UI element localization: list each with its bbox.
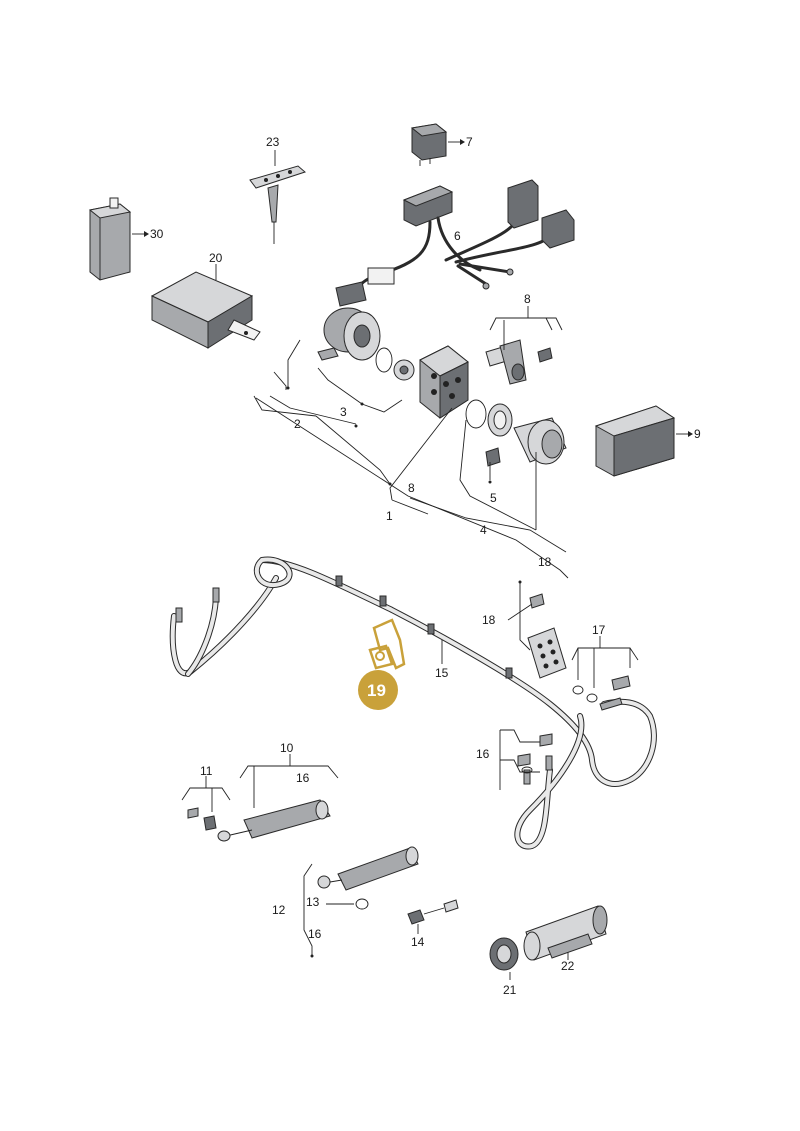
label-11: 11 xyxy=(200,764,213,778)
label-16-mid: 16 xyxy=(296,771,310,785)
label-1: 1 xyxy=(386,509,393,523)
part-pump-motor xyxy=(317,281,393,373)
part-19-bracket[interactable]: 19 xyxy=(358,618,406,710)
label-14: 14 xyxy=(411,935,425,949)
part-10-gas-strut xyxy=(217,754,339,842)
part-11-clip xyxy=(181,776,231,831)
part-6-wiring-harness xyxy=(352,179,575,298)
part-14-connector xyxy=(407,899,459,934)
label-18-right: 18 xyxy=(482,613,496,627)
part-4-reservoir xyxy=(465,399,567,467)
part-20-control-unit xyxy=(150,264,261,349)
part-12-strut xyxy=(303,846,419,958)
part-30-container xyxy=(88,197,149,281)
label-6: 6 xyxy=(454,229,461,243)
label-17: 17 xyxy=(592,623,606,637)
part-9-cover xyxy=(594,405,693,477)
label-8-mid: 8 xyxy=(408,481,415,495)
label-10: 10 xyxy=(280,741,294,755)
part-15-hose-assembly xyxy=(169,556,657,850)
label-20: 20 xyxy=(209,251,223,265)
label-23: 23 xyxy=(266,135,280,149)
label-4: 4 xyxy=(480,523,487,537)
part-16-clips-right xyxy=(499,729,553,790)
highlight-badge[interactable] xyxy=(358,670,398,710)
label-9: 9 xyxy=(694,427,701,441)
part-17-fittings xyxy=(571,636,639,711)
label-3: 3 xyxy=(340,405,347,419)
label-8-top: 8 xyxy=(524,292,531,306)
label-13: 13 xyxy=(306,895,320,909)
label-16-bottom: 16 xyxy=(308,927,322,941)
part-7-relay xyxy=(410,123,465,166)
part-23-tool xyxy=(249,150,307,244)
part-valve-block xyxy=(419,345,469,419)
label-19: 19 xyxy=(367,681,386,700)
label-18-top: 18 xyxy=(538,555,552,569)
label-30: 30 xyxy=(150,227,164,241)
label-12: 12 xyxy=(272,903,286,917)
part-3-gear xyxy=(393,359,415,381)
label-2: 2 xyxy=(294,417,301,431)
part-21-grommet xyxy=(489,937,519,980)
label-16-right: 16 xyxy=(476,747,490,761)
label-22: 22 xyxy=(561,959,575,973)
label-21: 21 xyxy=(503,983,517,997)
part-22-cover xyxy=(523,905,608,961)
label-7: 7 xyxy=(466,135,473,149)
part-8-valve xyxy=(485,339,553,385)
label-15: 15 xyxy=(435,666,449,680)
label-5: 5 xyxy=(490,491,497,505)
leader-lines-top xyxy=(253,306,569,579)
part-18-distributor xyxy=(507,580,567,679)
